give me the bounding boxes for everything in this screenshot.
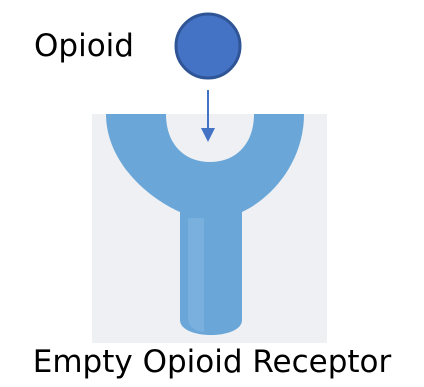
receptor-label: Empty Opioid Receptor [32,344,392,380]
opioid-molecule-icon [174,12,242,80]
arrow-down-icon [201,128,215,142]
receptor-graphic [92,114,327,343]
receptor-highlight [188,218,204,332]
opioid-label: Opioid [34,28,134,64]
empty-receptor-icon [106,114,304,335]
